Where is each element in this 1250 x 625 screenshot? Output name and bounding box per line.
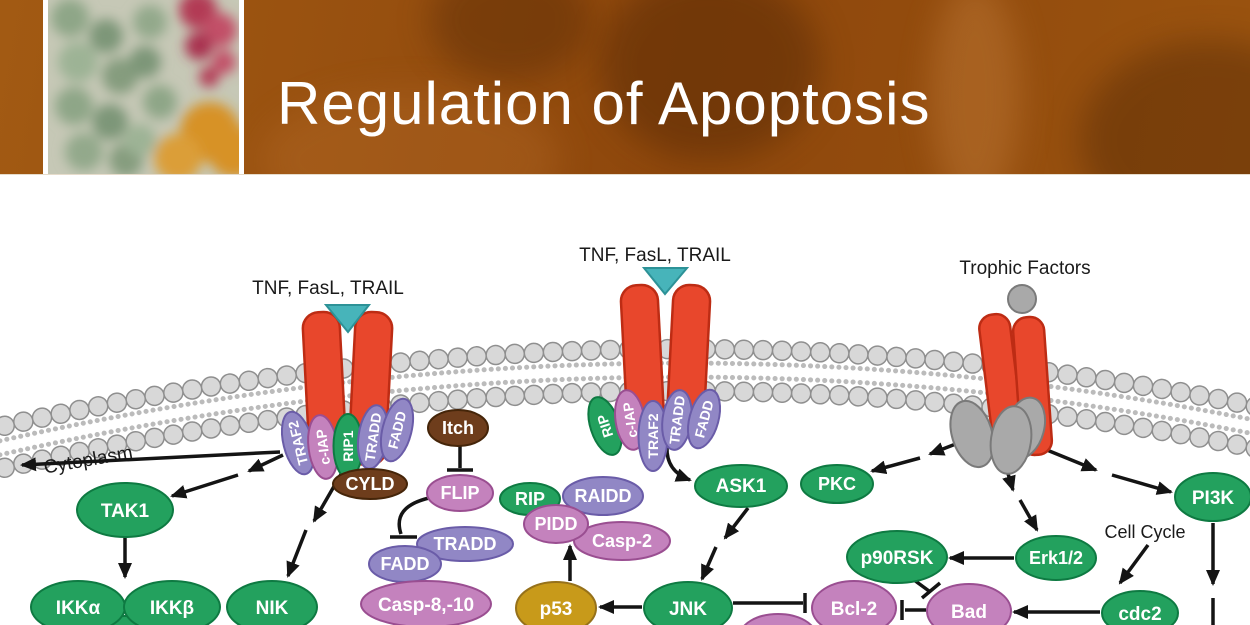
pidd-node [523,504,589,544]
svg-text:Casp-2: Casp-2 [592,531,652,551]
arrow-tradd-ask1 [665,446,692,482]
receptor2-ligand-label: TNF, FasL, TRAIL [579,245,731,266]
svg-text:TAK1: TAK1 [101,501,150,522]
protein-structure-image [43,0,244,174]
page-title: Regulation of Apoptosis [277,70,931,137]
arrow-cellcycle-cdc2 [1118,543,1150,585]
flip-node [426,474,494,512]
svg-text:PIDD: PIDD [534,514,577,534]
svg-text:RIP1: RIP1 [340,430,356,461]
arrow-receptor1-left [20,450,281,472]
svg-text:FADD: FADD [381,554,430,574]
svg-text:FLIP: FLIP [441,483,480,503]
svg-text:Casp-8,-10: Casp-8,-10 [378,595,474,616]
fadd-node [686,388,722,450]
header-texture [1080,40,1250,174]
arrow-receptor3-pi3k-seg2 [1111,473,1173,495]
protein-structure-art [48,0,239,174]
fadd-node [379,397,415,463]
arrow-ask1-jnk-seg2 [700,546,718,581]
trophic-ligand-icon [1007,284,1037,314]
bcl2-node [811,580,897,625]
receptor3-ligand-label: Trophic Factors [959,258,1090,279]
svg-text:c-IAP: c-IAP [313,428,333,465]
svg-text:JNK: JNK [669,599,707,620]
inhibit-p90rsk-bad-bar [920,581,942,600]
svg-text:CYLD: CYLD [346,474,395,494]
svg-text:TRADD: TRADD [434,534,497,554]
partial-node [743,613,813,625]
receptor1-adapter-complex: TRAF2 c-IAP RIP1 TRADD FADD CYLD [280,397,415,500]
svg-text:cdc2: cdc2 [1118,604,1161,625]
arrow-receptor3-pi3k-seg1 [1041,446,1098,472]
tak1-node [76,482,174,538]
raidd-node [562,476,644,516]
svg-text:Bad: Bad [951,602,987,623]
header-texture [600,0,820,160]
svg-text:c-IAP: c-IAP [620,401,641,439]
tradd-complex-node [416,526,514,562]
trophic-factor-receptor [949,284,1054,475]
nik-node [226,580,318,625]
ligand-triangle-icon [641,267,690,296]
arrow-receptor1-tak1-seg1 [247,453,284,473]
inhibit-flip-complex-line [397,496,430,535]
svg-text:p90RSK: p90RSK [861,548,934,569]
cell-cycle-label: Cell Cycle [1104,522,1185,542]
cdc2-node [1101,590,1179,625]
pkc-node [800,464,874,504]
receptor-tail-domain [949,399,995,469]
p90rsk-node [846,530,948,584]
pathway-diagram: TNF, FasL, TRAIL TNF, FasL, TRAIL Trophi… [0,245,1250,625]
bad-node [926,583,1012,625]
receptor2-adapter-complex: RIP c-IAP TRAF2 TRADD FADD [587,388,722,472]
svg-text:RIP: RIP [594,412,616,439]
jnk-node [643,581,733,625]
arrow-rip1-nik-seg2 [286,529,308,578]
svg-text:PI3K: PI3K [1192,488,1235,509]
svg-text:p53: p53 [540,599,573,620]
svg-text:PKC: PKC [818,474,856,494]
arrow-receptor3-erk-seg2 [1018,499,1039,532]
svg-text:TRAF2: TRAF2 [645,413,661,458]
svg-text:RAIDD: RAIDD [575,486,632,506]
ikk-beta-node [123,580,221,625]
svg-text:IKKβ: IKKβ [150,598,194,619]
arrow-receptor1-tak1-seg2 [170,473,239,499]
arrow-receptor3-pkc-seg2 [870,456,921,475]
svg-text:RIP: RIP [515,489,545,509]
erk12-node [1015,535,1097,581]
header-banner: Regulation of Apoptosis [0,0,1250,175]
svg-text:Bcl-2: Bcl-2 [831,599,877,620]
cyld-node [332,468,408,500]
svg-text:NIK: NIK [256,598,289,619]
ask1-node [694,464,788,508]
svg-text:Itch: Itch [442,418,474,438]
svg-text:Erk1/2: Erk1/2 [1029,548,1083,568]
casp8-10-node [360,580,492,625]
svg-text:IKKα: IKKα [56,598,101,619]
pi3k-node [1174,472,1250,522]
svg-text:TRADD: TRADD [362,412,385,463]
pathway-nodes: TAK1 IKKα IKKβ NIK Itch FLIP TRADD FADD … [30,409,1250,625]
ligand-triangle-icon [323,304,372,334]
arrow-ask1-jnk-seg1 [723,506,750,540]
svg-text:ASK1: ASK1 [716,476,767,497]
receptor1-ligand-label: TNF, FasL, TRAIL [252,278,404,299]
itch-node [427,409,489,447]
svg-text:TRADD: TRADD [666,395,688,446]
receptor-tail-domain [989,405,1033,475]
header-texture [930,0,1020,174]
p53-node [515,581,597,625]
header-texture [430,0,590,80]
casp2-node [573,521,671,561]
